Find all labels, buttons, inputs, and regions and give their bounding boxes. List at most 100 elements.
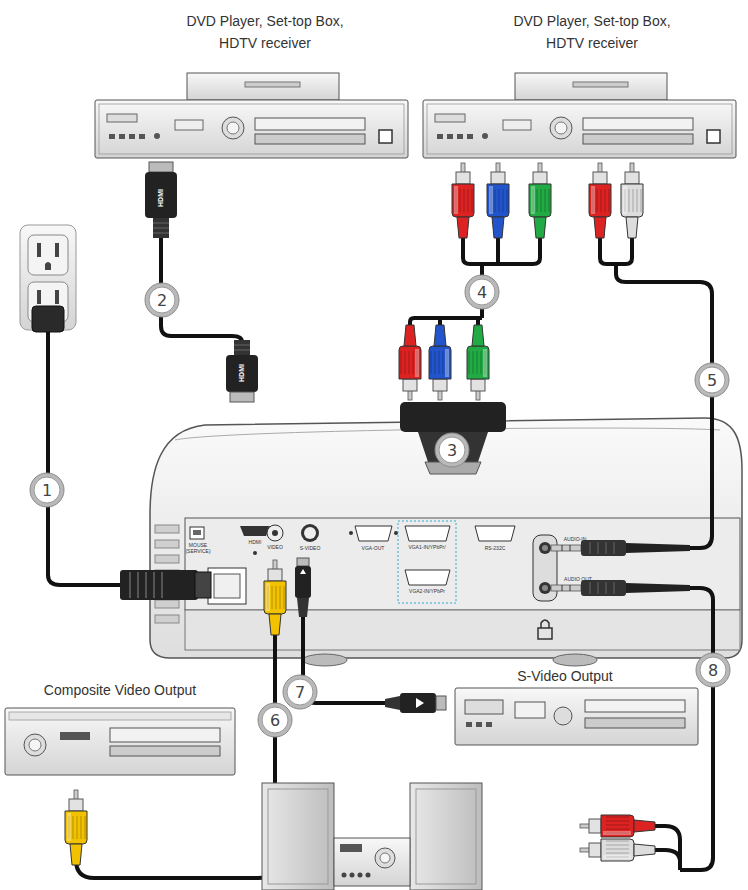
speaker-system	[342, 873, 347, 878]
callout-circle: 7	[282, 674, 318, 710]
callout-circle: 5	[694, 362, 730, 398]
speaker-system	[380, 853, 390, 863]
rca-plug	[580, 815, 655, 837]
port-label: VIDEO	[263, 544, 287, 550]
projector-ports	[304, 527, 316, 539]
projector-ports	[475, 526, 515, 541]
svideo-plug	[297, 558, 309, 566]
port-label: AUDIO OUT	[561, 576, 595, 582]
cable	[655, 850, 680, 862]
video-source-device	[455, 688, 698, 745]
projector-ports	[398, 521, 456, 603]
speaker-system	[416, 789, 476, 884]
component-adapter	[400, 402, 506, 474]
callout-circle: 8	[695, 652, 731, 688]
speaker-system	[358, 873, 363, 878]
device-caption: DVD Player, Set-top Box, HDTV receiver	[500, 10, 685, 54]
callout-number: 4	[464, 274, 500, 310]
port-label: MOUSE (SERVICE)	[184, 542, 212, 554]
audio-plug	[590, 542, 614, 554]
hdmi-plug	[234, 345, 250, 350]
rca-plug	[65, 790, 87, 865]
audio-plug	[626, 583, 690, 593]
port-label: AUDIO-IN	[559, 536, 591, 542]
projector-ports	[394, 531, 398, 535]
cable	[496, 238, 500, 264]
video-source-device	[465, 700, 503, 714]
callout-circle: 2	[144, 282, 180, 318]
callout-circle: 6	[257, 702, 293, 738]
svideo-plug	[297, 598, 309, 617]
hdmi-plug	[145, 172, 177, 218]
audio-plug	[626, 543, 690, 553]
projector-ports	[267, 525, 283, 541]
dvd-player	[95, 73, 736, 158]
power-plug	[130, 572, 162, 598]
speaker-system	[262, 783, 334, 890]
projector-body	[553, 654, 597, 666]
cable	[616, 264, 712, 548]
audio-plug	[562, 545, 570, 551]
cable	[463, 238, 540, 264]
svideo-plug	[385, 696, 400, 710]
video-source-device	[476, 722, 482, 727]
port-label: HDMI	[245, 539, 265, 545]
speaker-system	[366, 873, 371, 878]
port-label: RS-232C	[478, 545, 512, 551]
video-source-device	[110, 728, 220, 742]
projector-ports	[208, 568, 246, 604]
port-label: VGA2-IN/YPbPr	[400, 588, 454, 594]
video-source-device	[554, 707, 572, 725]
port-label: S-VIDEO	[296, 545, 324, 551]
projector-ports	[405, 570, 450, 585]
audio-plug	[590, 582, 614, 594]
rca-plug	[264, 560, 286, 635]
rca-plug	[452, 163, 474, 238]
hdmi-plug	[153, 223, 169, 233]
hdmi-plug	[149, 162, 173, 172]
projector-ports	[193, 530, 201, 535]
video-source-device	[5, 708, 235, 775]
callout-ring	[283, 675, 317, 709]
dvd-player	[95, 73, 408, 158]
rca-plug	[580, 839, 655, 861]
cable	[655, 826, 680, 870]
callout-ring	[30, 473, 64, 507]
projector-ports	[542, 545, 548, 551]
power-plug	[195, 572, 211, 598]
projector-ports	[349, 531, 353, 535]
callout-circle: 4	[464, 274, 500, 310]
device-caption: Composite Video Output	[5, 681, 235, 699]
speaker-system	[350, 873, 355, 878]
projector-body	[155, 540, 179, 548]
power-plug	[120, 570, 211, 600]
audio-plug	[551, 545, 581, 551]
video-source-device	[455, 688, 698, 745]
video-source-device	[515, 702, 545, 718]
device-caption: DVD Player, Set-top Box, HDTV receiver	[173, 10, 358, 54]
svideo-plug	[400, 693, 436, 713]
callout-ring	[695, 363, 729, 397]
speaker-system	[262, 783, 482, 890]
projector-ports	[240, 526, 270, 536]
callout-number: 2	[144, 282, 180, 318]
svideo-plug	[436, 696, 446, 710]
wall-outlet	[45, 262, 51, 270]
projector-body	[150, 418, 742, 658]
video-source-device	[24, 734, 46, 756]
callout-number: 5	[694, 362, 730, 398]
rca-plug	[589, 163, 611, 238]
rca-plug	[487, 163, 509, 238]
speaker-system	[334, 838, 410, 886]
device-caption: S-Video Output	[465, 667, 665, 685]
speaker-system	[410, 783, 482, 890]
rca-plug	[399, 325, 421, 400]
wall-outlet	[37, 243, 41, 257]
hdmi-plug	[230, 392, 254, 402]
projector-ports	[190, 527, 204, 539]
svideo-plug	[295, 558, 446, 713]
hdmi-plug	[145, 162, 258, 402]
